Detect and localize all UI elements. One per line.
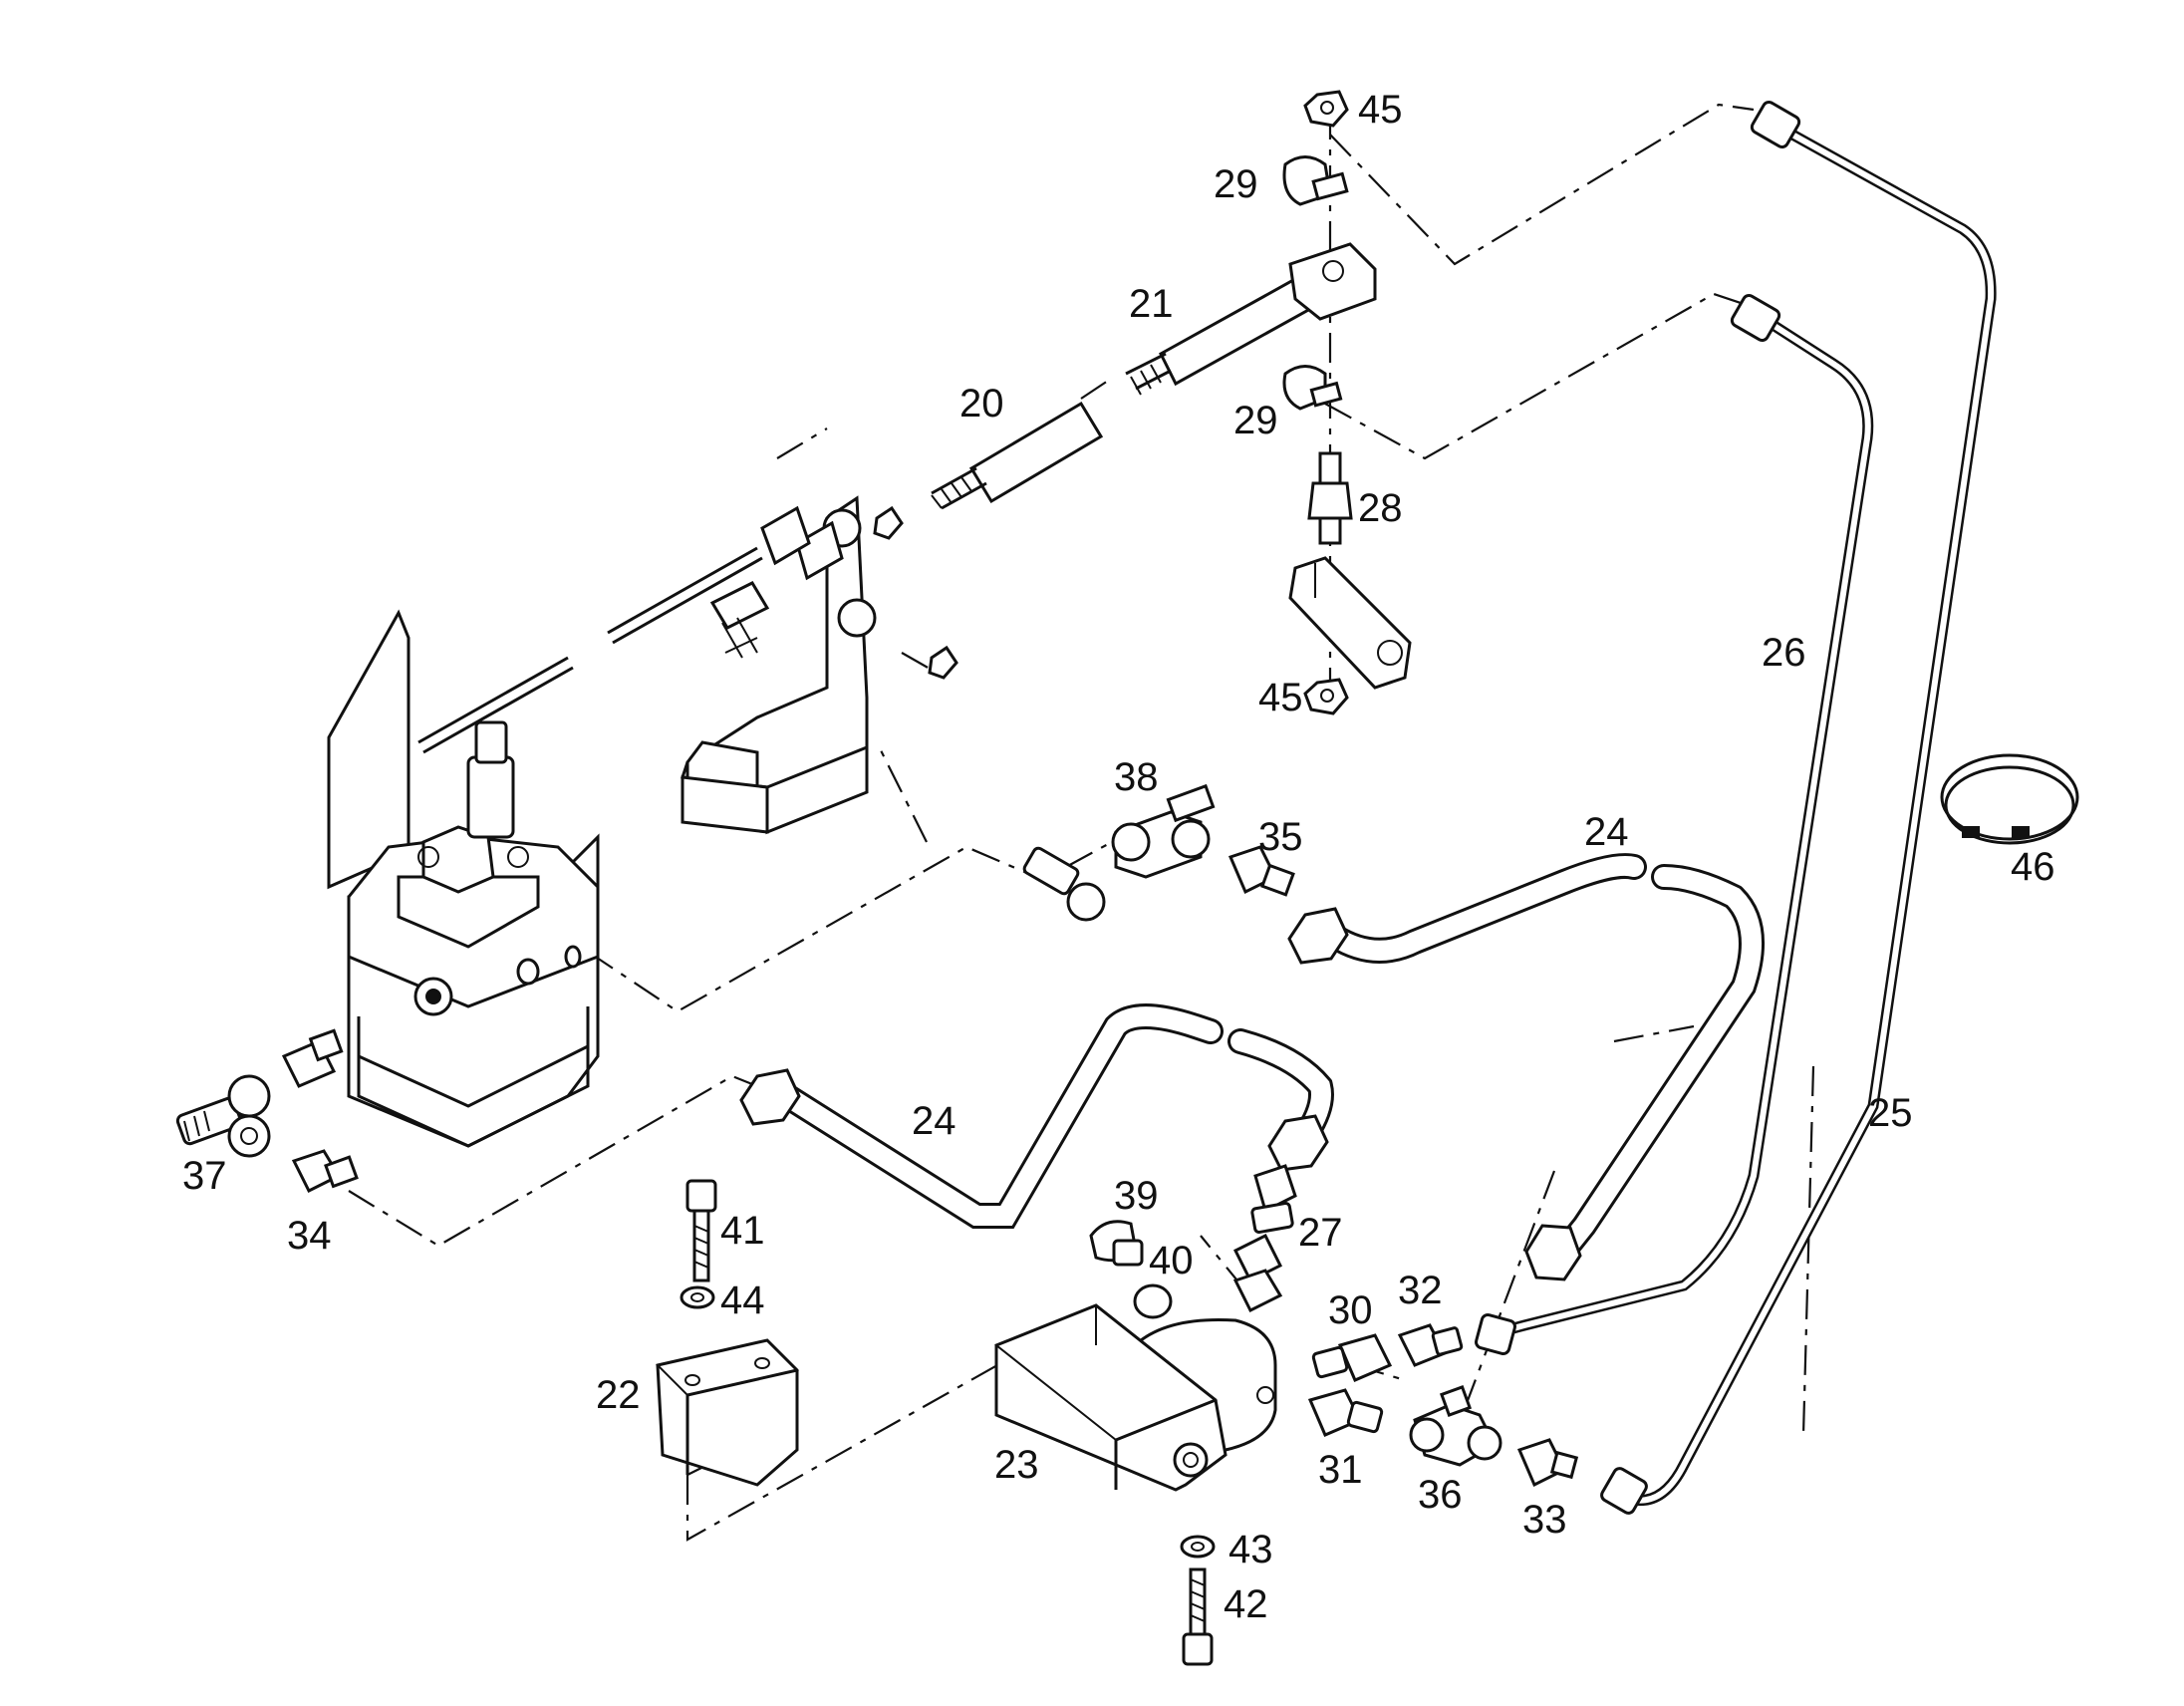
callout-34: 34 [287,1214,332,1258]
pipe-25 [1600,100,1997,1515]
callout-30: 30 [1328,1288,1373,1332]
callout-35: 35 [1258,815,1303,859]
hose-24-lower [739,1003,1334,1229]
callout-27: 27 [1298,1211,1343,1255]
part-30-adapter [1311,1333,1393,1382]
part-22-block [656,1338,799,1487]
callout-43: 43 [1228,1528,1273,1571]
callout-25: 25 [1868,1091,1913,1135]
callout-20: 20 [959,382,1004,426]
callout-32: 32 [1398,1269,1443,1312]
callout-42: 42 [1224,1582,1268,1626]
callout-33: 33 [1522,1498,1567,1542]
part-38-elbow [1022,846,1106,922]
callout-45-lower: 45 [1258,676,1303,719]
callout-46: 46 [2011,845,2055,889]
lever-arm [1288,556,1412,690]
callout-21: 21 [1129,282,1174,326]
part-39-plug [1089,1220,1144,1267]
part-37-elbow-fitting [175,1074,271,1158]
callout-28: 28 [1358,486,1403,530]
part-40-oring [1133,1283,1173,1319]
callout-24-upper: 24 [1584,810,1629,854]
part-34-adapter [291,1149,359,1194]
part-42-bolt [1182,1567,1214,1666]
pump-housing [327,609,600,1148]
part-35-adapter [1228,845,1295,897]
callout-29-upper: 29 [1214,162,1258,206]
part-28-adapter [1307,451,1353,545]
part-45-upper-nut [1303,90,1349,128]
part-29-upper-elbow [1282,155,1349,206]
part-33-adapter [1516,1438,1579,1488]
callout-31: 31 [1318,1448,1363,1492]
part-41-bolt [685,1179,717,1282]
callout-22: 22 [596,1373,641,1417]
callout-37: 37 [182,1154,227,1198]
callout-labels: 20 21 22 23 24 24 25 26 27 28 29 29 30 3… [182,88,2055,1626]
callout-24-lower: 24 [912,1099,956,1143]
part-29-lower-elbow [1282,365,1343,411]
part-46-clip [1940,753,2079,845]
control-rod [417,546,763,754]
part-23-filter-block [994,1303,1277,1492]
part-32-adapter [1397,1323,1464,1367]
part-45-lower-nut [1303,678,1349,715]
callout-36: 36 [1418,1473,1463,1517]
part-20-rod [931,401,1104,510]
part-27-nipples [1232,1164,1297,1313]
callout-29-lower: 29 [1233,399,1278,442]
part-31-adapter [1307,1388,1384,1437]
callout-23: 23 [994,1443,1039,1487]
callout-38: 38 [1114,755,1159,799]
part-44-washer [680,1285,715,1309]
part-21-cylinder [1125,242,1377,396]
callout-26: 26 [1762,631,1806,675]
part-38-tee [1111,783,1216,879]
callout-41: 41 [720,1209,765,1253]
part-43-washer [1180,1535,1216,1559]
part-36-tee [1409,1384,1502,1467]
pipe-26 [1475,293,1874,1355]
part-37-adapter [281,1028,344,1088]
hose-24-upper [1287,853,1765,1281]
callout-39: 39 [1114,1174,1159,1218]
callout-40: 40 [1149,1239,1194,1282]
callout-44: 44 [720,1279,765,1322]
bracket-assembly [680,495,958,835]
callout-45-upper: 45 [1358,88,1403,132]
